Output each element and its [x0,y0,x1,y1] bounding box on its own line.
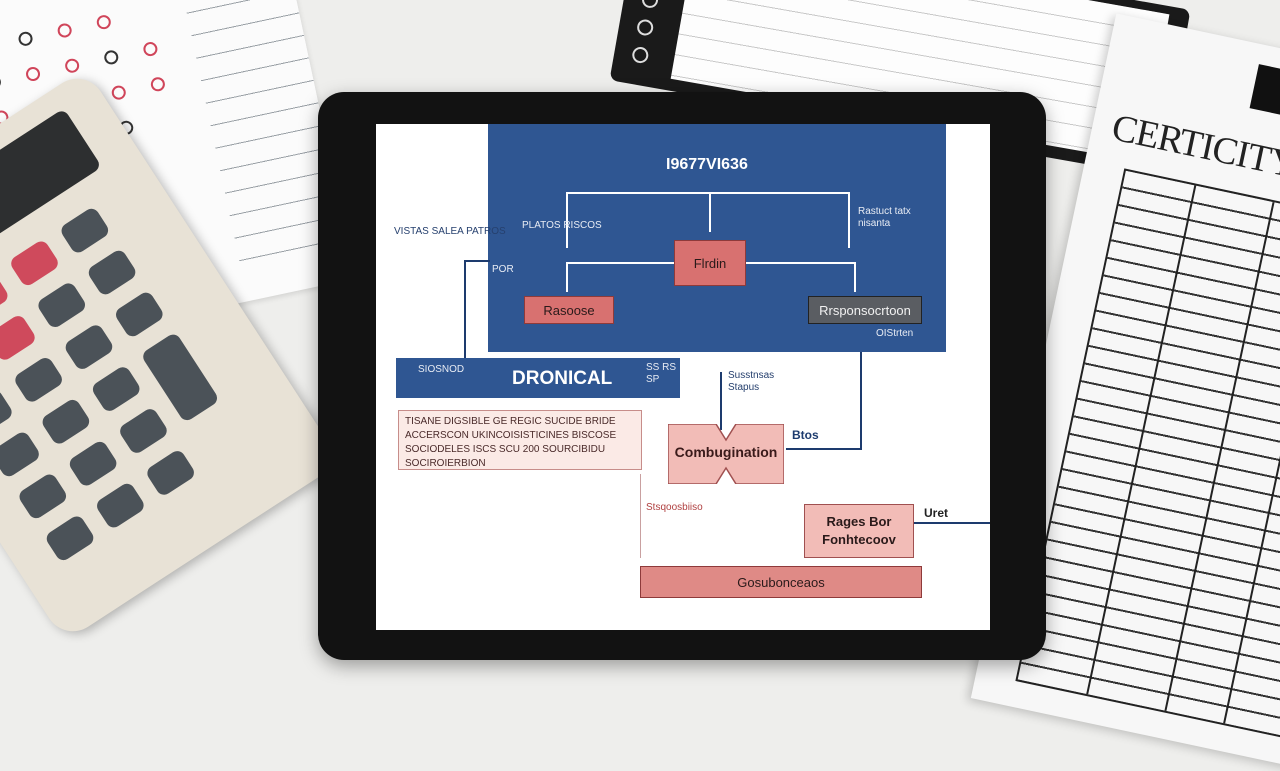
caption-vistas: VISTAS SALEA PATROS [394,226,506,237]
calendar-date [95,13,113,31]
dronical-label: DRONICAL [512,368,613,389]
calculator-key [0,387,15,438]
calendar-date [17,30,34,48]
calendar-date [63,57,81,75]
rrsponsocrtoon-box: Rrsponsocrtoon [808,296,922,324]
caption-siosnod: SIOSNOD [418,364,465,375]
calendar-date [142,40,159,58]
caption-rastuct: Rastuct tatx nisanta [858,206,911,229]
caption-platos: PLATOS RISCOS [522,220,602,231]
table-column-divider [1223,214,1280,724]
flrdin-box: Flrdin [674,240,746,286]
connector-line [464,260,490,262]
rages-box: Rages Bor Fonhtecoov [804,504,914,558]
connector-line [860,352,862,450]
gosubonceaos-box: Gosubonceaos [640,566,922,598]
connector-line [566,262,568,292]
calculator-key [89,364,143,414]
connector-line [640,474,641,558]
calculator-key [117,406,170,456]
combugination-label: Combugination [674,444,778,460]
notebook-ring [640,0,660,10]
calendar-date [0,74,3,91]
table-column-divider [1086,185,1197,695]
calendar-date [149,75,167,93]
calendar-date [102,49,120,66]
rasoose-box: Rasoose [524,296,614,324]
certificate-table [1015,168,1280,738]
calculator-key [12,354,65,405]
connector-line [566,192,850,194]
calculator-key [112,289,166,340]
calculator-key [35,280,89,331]
caption-susstnsas: Susstnsas Stapus [728,370,775,393]
notebook-ring [631,45,650,65]
calendar-date [24,65,42,83]
connector-line [854,262,856,292]
caption-uret: Uret [924,506,949,520]
calculator-key [43,513,97,564]
calculator-key [94,480,147,531]
connector-line [720,372,722,430]
calculator-key [0,429,42,480]
caption-process: Stsqoosbiiso [646,502,703,513]
caption-oistrten: OIStrten [876,328,914,339]
calculator-key [58,205,112,256]
connector-line [914,522,990,524]
calculator-key [0,313,38,363]
calculator-key [0,271,11,321]
table-column-divider [1164,201,1275,711]
calculator-key [144,448,197,498]
tablet-screen: I9677VI636 PLATOS RISCOS Rastuct tatx ni… [376,124,990,630]
caption-ss-rs: SS RS SP [646,362,677,385]
calculator-key [62,322,116,372]
notebook-ring [635,18,655,37]
caption-btos: Btos [792,428,819,442]
calculator-key [66,438,120,489]
dronical-bar [396,358,680,398]
diagram-title: I9677VI636 [666,156,748,173]
calendar-date [110,84,128,101]
calculator-key [16,471,70,522]
description-box: TISANE DIGSIBLE GE REGIC SUCIDE BRIDE AC… [398,410,642,470]
caption-por: POR [492,264,514,275]
connector-line [786,448,862,450]
connector-line [566,192,568,248]
calendar-date [56,22,73,39]
connector-line [848,192,850,248]
calculator-key [39,396,93,447]
calculator-key [8,238,61,289]
connector-line [464,260,466,358]
combugination-shape [668,424,784,484]
calculator-key [85,247,139,298]
connector-line [709,192,711,232]
calculator-display [0,108,102,304]
